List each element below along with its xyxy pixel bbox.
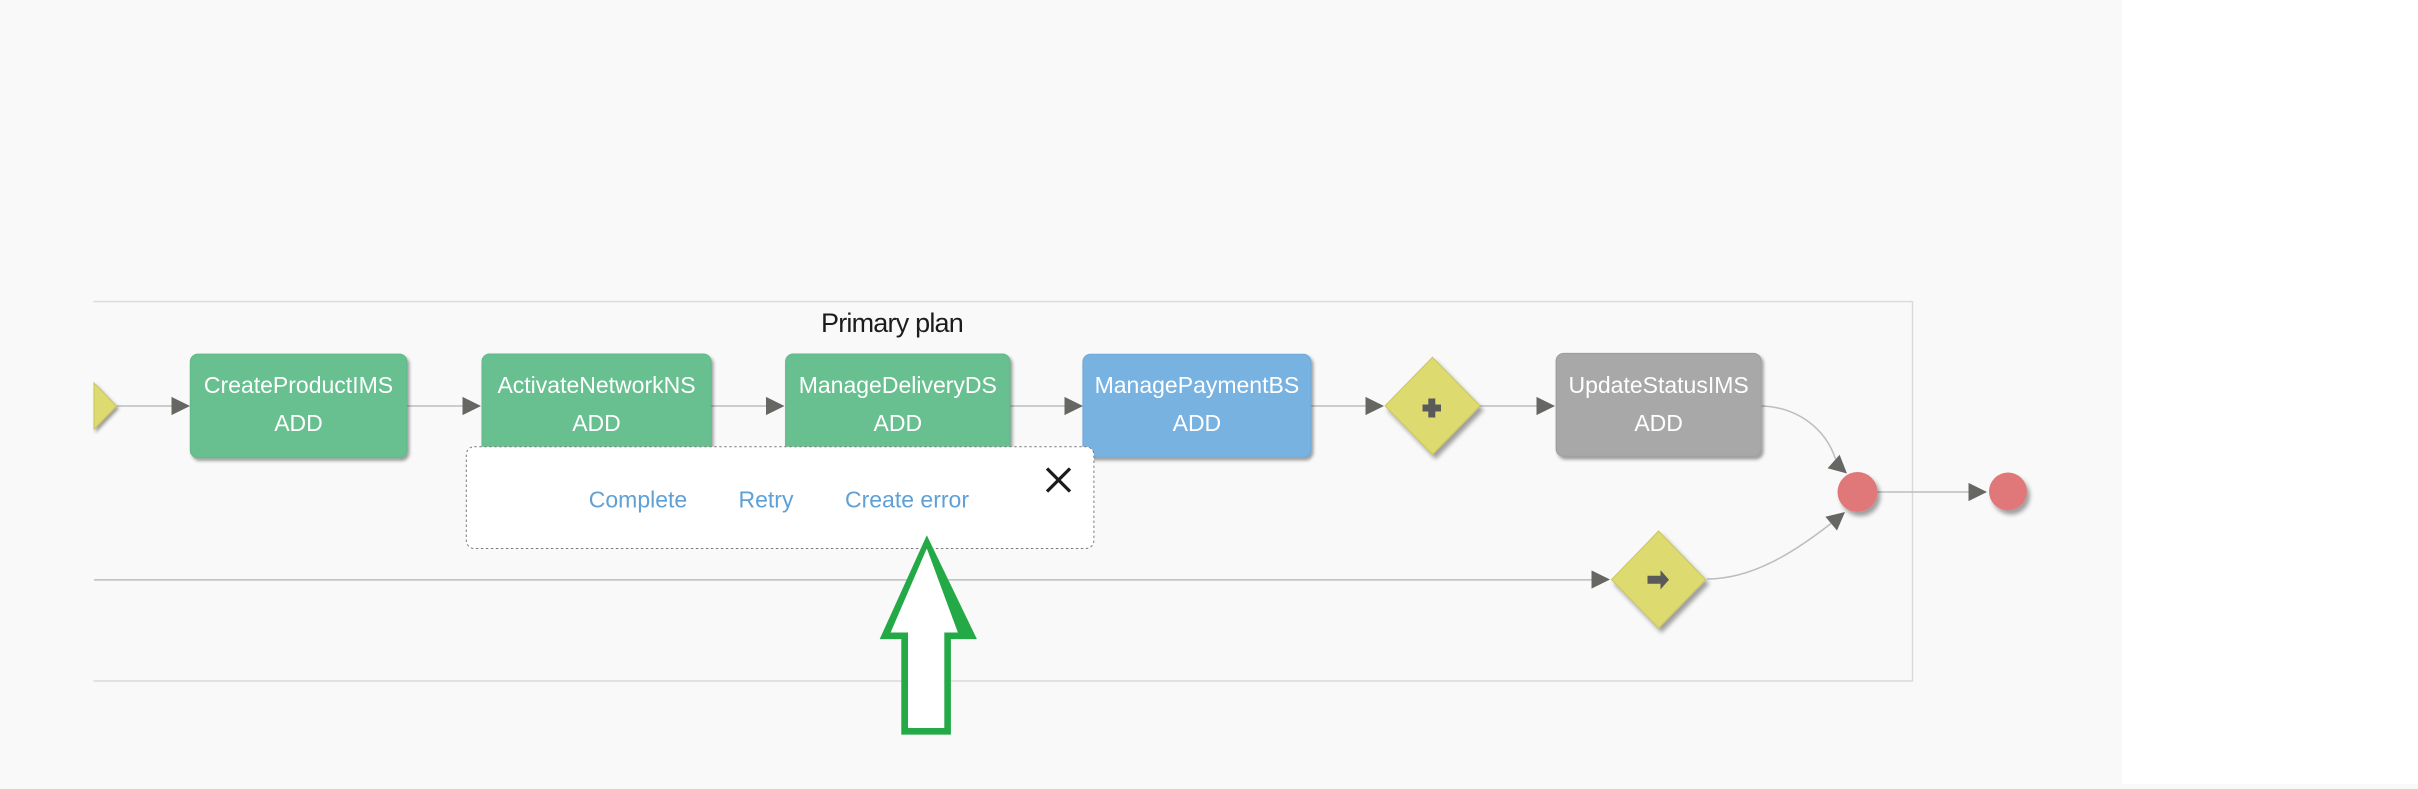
svg-text:ManagePaymentBS: ManagePaymentBS bbox=[1095, 372, 1300, 398]
svg-text:ADD: ADD bbox=[1173, 410, 1222, 436]
svg-text:ADD: ADD bbox=[1634, 410, 1683, 436]
svg-text:ManageDeliveryDS: ManageDeliveryDS bbox=[799, 372, 997, 398]
svg-text:ADD: ADD bbox=[274, 410, 323, 436]
svg-text:ADD: ADD bbox=[874, 410, 923, 436]
svg-text:Retry: Retry bbox=[739, 487, 794, 513]
svg-text:CreateProductIMS: CreateProductIMS bbox=[204, 372, 393, 398]
svg-text:Complete: Complete bbox=[589, 487, 687, 513]
svg-text:ActivateNetworkNS: ActivateNetworkNS bbox=[497, 372, 695, 398]
svg-text:Create error: Create error bbox=[845, 487, 969, 513]
svg-text:UpdateStatusIMS: UpdateStatusIMS bbox=[1568, 372, 1748, 398]
svg-text:ADD: ADD bbox=[572, 410, 621, 436]
svg-text:Primary plan: Primary plan bbox=[821, 308, 963, 338]
